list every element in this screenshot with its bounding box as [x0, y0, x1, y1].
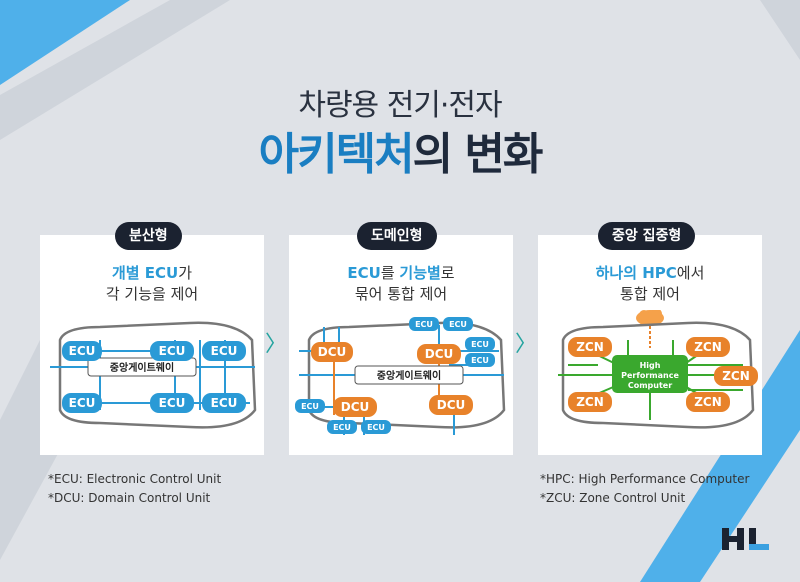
footnote: *ZCU: Zone Control Unit — [540, 491, 686, 505]
hl-logo — [722, 528, 769, 550]
desc-line2: 통합 제어 — [620, 285, 680, 303]
panel-domain: ECU를 기능별로 묶어 통합 제어 중앙게이트웨이 DCU DCU DCU D… — [289, 235, 513, 455]
arrow-right-icon: 〉 — [515, 332, 538, 357]
desc-suffix: 로 — [440, 264, 455, 282]
zcn-label: ZCN — [694, 395, 722, 409]
ecu-label: ECU — [471, 356, 489, 365]
ecu-label: ECU — [449, 320, 467, 329]
gateway-label: 중앙게이트웨이 — [110, 361, 174, 374]
panel-description: ECU를 기능별로 묶어 통합 제어 — [289, 263, 513, 305]
desc-highlight: 개별 ECU — [111, 264, 179, 282]
desc-mid: 를 — [380, 264, 400, 282]
ecu-label: ECU — [69, 396, 96, 410]
badge-domain: 도메인형 — [357, 222, 437, 250]
zcn-label: ZCN — [576, 340, 604, 354]
desc-line2: 각 기능을 제어 — [105, 285, 199, 303]
ecu-label: ECU — [333, 423, 351, 432]
title-rest: 의 변화 — [412, 129, 544, 180]
dcu-label: DCU — [425, 347, 454, 361]
hpc-label-line1: High — [640, 361, 661, 370]
cloud-icon — [636, 310, 664, 326]
title-highlight: 아키텍처 — [258, 129, 415, 180]
desc-suffix: 가 — [178, 264, 193, 282]
ecu-label: ECU — [159, 344, 186, 358]
zcn-label: ZCN — [694, 340, 722, 354]
desc-highlight-1: ECU — [347, 264, 381, 282]
ecu-label: ECU — [301, 402, 319, 411]
panel-description: 하나의 HPC에서 통합 제어 — [538, 263, 762, 305]
hpc-label-line2: Performance — [621, 371, 679, 380]
desc-pre: 하나의 — [595, 264, 643, 282]
page-title-line2: 아키텍처의 변화 — [0, 118, 800, 182]
footnote: *DCU: Domain Control Unit — [48, 491, 211, 505]
page-title-line1: 차량용 전기·전자 — [298, 88, 502, 123]
distributed-diagram: 중앙게이트웨이 ECU ECU ECU ECU ECU ECU — [50, 321, 257, 429]
badge-centralized: 중앙 집중형 — [598, 222, 696, 250]
desc-suffix: 에서 — [676, 264, 705, 282]
panel-centralized: 하나의 HPC에서 통합 제어 High Performance Compu — [538, 235, 762, 455]
panel-distributed: 개별 ECU가 각 기능을 제어 중앙게이트웨이 ECU ECU ECU ECU… — [40, 235, 264, 455]
domain-diagram: 중앙게이트웨이 DCU DCU DCU DCU ECU ECU ECU ECU … — [295, 317, 506, 435]
footnote: *ECU: Electronic Control Unit — [48, 472, 222, 486]
gateway-label: 중앙게이트웨이 — [377, 369, 441, 382]
panel-description: 개별 ECU가 각 기능을 제어 — [40, 263, 264, 305]
centralized-diagram: High Performance Computer ZCN ZCN ZCN ZC… — [558, 310, 758, 429]
dcu-label: DCU — [318, 345, 347, 359]
desc-highlight: HPC — [642, 264, 677, 282]
desc-highlight-2: 기능별 — [399, 264, 441, 282]
ecu-label: ECU — [367, 423, 385, 432]
ecu-label: ECU — [69, 344, 96, 358]
ecu-label: ECU — [415, 320, 433, 329]
ecu-label: ECU — [211, 396, 238, 410]
ecu-label: ECU — [159, 396, 186, 410]
ecu-label: ECU — [471, 340, 489, 349]
dcu-label: DCU — [437, 398, 466, 412]
ecu-label: ECU — [211, 344, 238, 358]
dcu-label: DCU — [341, 400, 370, 414]
footnotes-right: *HPC: High Performance Computer *ZCU: Zo… — [540, 470, 749, 508]
arrow-right-icon: 〉 — [265, 332, 288, 357]
footnote: *HPC: High Performance Computer — [540, 472, 750, 486]
desc-line2: 묶어 통합 제어 — [354, 285, 448, 303]
badge-distributed: 분산형 — [115, 222, 182, 250]
zcn-label: ZCN — [576, 395, 604, 409]
zcn-label: ZCN — [722, 369, 750, 383]
footnotes-left: *ECU: Electronic Control Unit *DCU: Doma… — [48, 470, 221, 508]
hpc-label-line3: Computer — [628, 381, 672, 390]
